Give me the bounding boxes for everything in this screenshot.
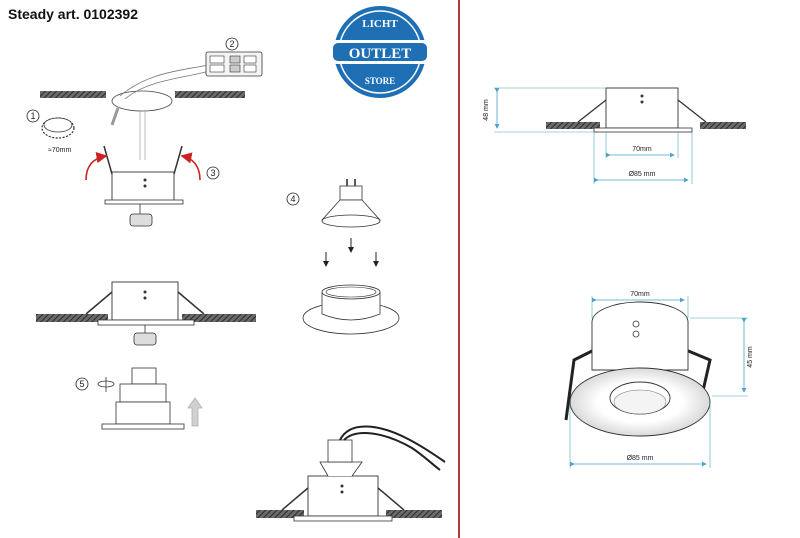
final-installed-diagram <box>256 425 446 522</box>
step-2-number: 2 <box>229 39 234 49</box>
persp-cutout-label: 70mm <box>630 291 650 298</box>
step-4-number: 4 <box>290 194 295 204</box>
connector-plug <box>133 332 157 346</box>
step-3-number: 3 <box>210 168 215 178</box>
step-4-marker <box>286 192 300 206</box>
logo-middle-text: OUTLET <box>349 46 412 62</box>
step4-lamp-diagram: 4 <box>286 179 400 335</box>
supply-cable <box>119 63 213 97</box>
fixture-housing <box>591 322 689 371</box>
step-1-number: 1 <box>30 111 35 121</box>
ceiling-board-right <box>175 91 245 98</box>
spring-clip-right <box>173 145 183 175</box>
page-divider <box>458 0 460 538</box>
fixture-housing <box>111 171 175 203</box>
side-outer-label: Ø85 mm <box>629 171 656 178</box>
ceiling-board-right <box>182 314 256 322</box>
persp-height-label: 45 mm <box>747 346 754 368</box>
step-5-marker <box>75 377 89 391</box>
spring-arrow-left <box>85 152 108 181</box>
page-title: Steady art. 0102392 <box>8 6 138 22</box>
ceiling-board-left <box>546 122 600 129</box>
logo-bottom-text: STORE <box>365 76 395 86</box>
ceiling-board-left <box>36 314 108 322</box>
fixture-housing <box>111 281 179 321</box>
ceiling-board-right <box>386 510 442 518</box>
hole-size-label: ≈70mm <box>48 147 71 154</box>
spring-clip-left <box>564 348 595 421</box>
persp-outer-label: Ø85 mm <box>627 455 654 462</box>
ceiling-board-right <box>700 122 746 129</box>
gu10-connector <box>327 439 353 463</box>
step-1-marker <box>26 109 40 123</box>
power-cable <box>339 425 446 463</box>
spring-clip-left <box>103 145 113 175</box>
gu10-bulb-icon <box>131 367 157 385</box>
side-height-label: 48 mm <box>483 99 490 121</box>
gu10-bulb-base <box>339 185 363 201</box>
terminal-block-icon: 2 <box>205 37 263 77</box>
fixture-housing <box>307 475 379 517</box>
step1-ceiling-diagram: ≈70mm 1 2 <box>26 37 263 160</box>
ceiling-board-left <box>256 510 304 518</box>
side-cutout-label: 70mm <box>632 146 652 153</box>
fixture-housing <box>605 87 679 129</box>
ceiling-board-left <box>40 91 106 98</box>
side-dimension-view: 48 mm 70mm Ø85 mm <box>483 87 746 184</box>
spring-clip-left <box>85 291 113 315</box>
step-3-marker <box>206 166 220 180</box>
licht-outlet-store-logo: LICHT OUTLET STORE <box>330 6 430 98</box>
push-up-arrow <box>187 397 203 427</box>
hole-saw-tool <box>110 107 120 126</box>
connector-plug <box>129 213 153 227</box>
step5-bulb-insert-diagram: 5 <box>75 367 203 430</box>
spring-clip-right <box>177 291 205 315</box>
step-5-number: 5 <box>79 379 84 389</box>
perspective-dimension-view: 70mm 45 mm Ø85 mm <box>564 291 754 468</box>
logo-top-text: LICHT <box>362 18 398 30</box>
ceiling-hole <box>111 90 173 112</box>
mounted-fixture-diagram <box>36 281 256 346</box>
spring-arrow-right <box>180 152 201 181</box>
step3-spring-diagram: 3 <box>85 145 220 227</box>
